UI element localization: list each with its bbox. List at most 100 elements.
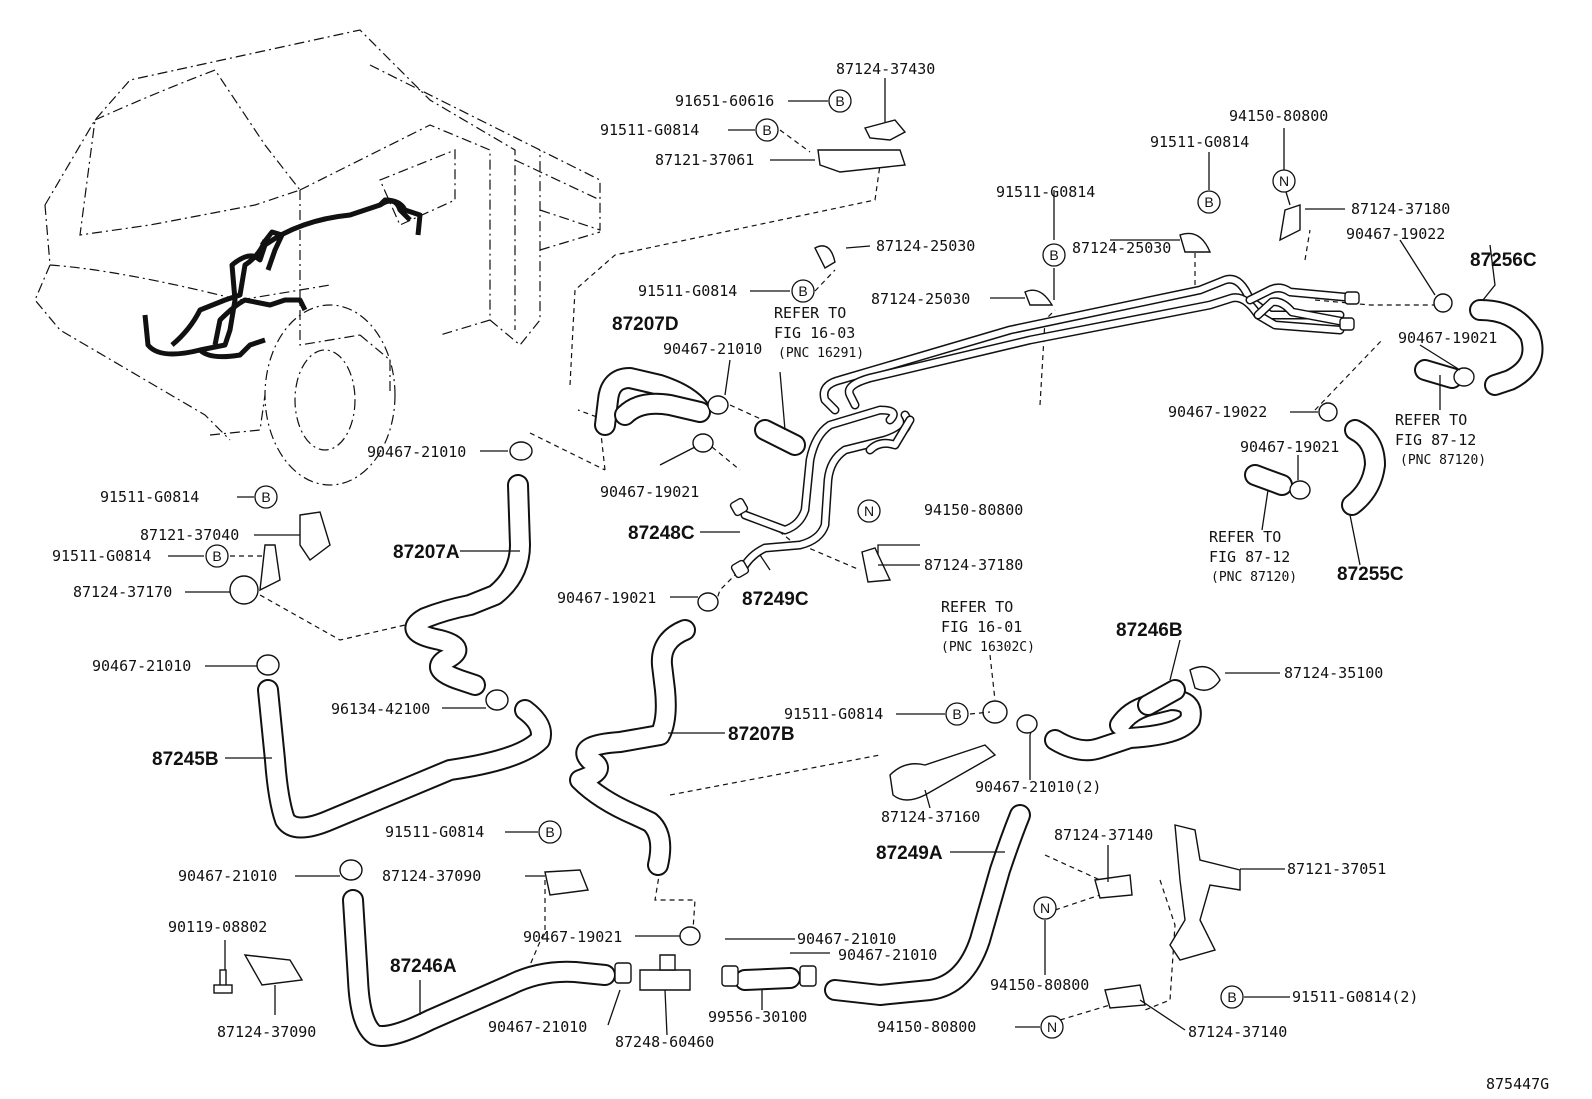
svg-text:B: B (798, 283, 807, 299)
label: 87256C (1470, 250, 1537, 271)
refer-fig-87-12-b: REFER TO FIG 87-12 (PNC 87120) (1209, 528, 1297, 585)
svg-text:N: N (864, 503, 874, 519)
label: 87124-37160 (881, 808, 980, 826)
label: 91511-G0814 (600, 121, 699, 139)
svg-text:B: B (1049, 247, 1058, 263)
label: 90467-21010 (663, 340, 762, 358)
svg-text:B: B (762, 122, 771, 138)
badge-b: B (254, 485, 278, 509)
label: 91511-G0814 (52, 547, 151, 565)
badge-b: B (791, 279, 815, 303)
badge-b: B (1220, 985, 1244, 1009)
label: 91511-G0814(2) (1292, 988, 1418, 1006)
svg-text:B: B (261, 489, 270, 505)
label: 94150-80800 (924, 501, 1023, 519)
label-leaders (168, 78, 1496, 1036)
label: 87124-25030 (876, 237, 975, 255)
label: 87249A (876, 843, 943, 864)
svg-text:FIG 87-12: FIG 87-12 (1209, 548, 1290, 566)
label: 96134-42100 (331, 700, 430, 718)
refer-fig-87-12-a: REFER TO FIG 87-12 (PNC 87120) (1395, 411, 1486, 468)
badge-n: N (857, 499, 881, 523)
label: 87124-35100 (1284, 664, 1383, 682)
label: 94150-80800 (990, 976, 1089, 994)
label: 87124-37430 (836, 60, 935, 78)
label: 87207A (393, 542, 460, 563)
svg-text:B: B (545, 824, 554, 840)
label: 91511-G0814 (996, 183, 1095, 201)
svg-text:B: B (952, 706, 961, 722)
label: 87121-37051 (1287, 860, 1386, 878)
label: 90467-21010 (797, 930, 896, 948)
label: 90467-19022 (1346, 225, 1445, 243)
svg-text:(PNC 87120): (PNC 87120) (1400, 453, 1486, 468)
svg-text:N: N (1040, 900, 1050, 916)
label: 87248-60460 (615, 1033, 714, 1051)
svg-text:(PNC 16291): (PNC 16291) (778, 346, 864, 361)
svg-text:REFER TO: REFER TO (941, 598, 1013, 616)
heater-pipes (729, 274, 1360, 579)
label: 90467-19021 (1398, 329, 1497, 347)
label: 87246A (390, 956, 457, 977)
part-labels: 87124-37430 91651-60616 91511-G0814 8712… (52, 60, 1537, 1051)
label: 90467-19021 (600, 483, 699, 501)
label: 90467-21010(2) (975, 778, 1101, 796)
badges: B B B B B N N B B B B N N B (205, 89, 1296, 1039)
label: 87124-37180 (1351, 200, 1450, 218)
label: 87121-37040 (140, 526, 239, 544)
label: 87245B (152, 749, 219, 770)
label: 94150-80800 (1229, 107, 1328, 125)
label: 91511-G0814 (638, 282, 737, 300)
badge-b: B (538, 820, 562, 844)
diagram-id: 875447G (1486, 1075, 1549, 1093)
refer-notes: REFER TO FIG 16-03 (PNC 16291) REFER TO … (774, 304, 1486, 655)
label: 87124-37090 (217, 1023, 316, 1041)
bracket-87121-37061 (817, 149, 906, 173)
label: 87246B (1116, 620, 1183, 641)
svg-text:N: N (1047, 1019, 1057, 1035)
badge-b: B (945, 702, 969, 726)
svg-text:FIG 87-12: FIG 87-12 (1395, 431, 1476, 449)
label: 90467-21010 (838, 946, 937, 964)
label: 91511-G0814 (100, 488, 199, 506)
label: 87124-37170 (73, 583, 172, 601)
label: 87124-25030 (871, 290, 970, 308)
label: 87124-37140 (1054, 826, 1153, 844)
heater-hoses (257, 299, 1544, 1047)
label: 87248C (628, 523, 695, 544)
svg-text:B: B (1204, 194, 1213, 210)
clamps-and-brackets (213, 119, 1475, 1009)
label: 87124-37090 (382, 867, 481, 885)
svg-text:FIG 16-03: FIG 16-03 (774, 324, 855, 342)
label: 91511-G0814 (1150, 133, 1249, 151)
clip-87124-37430 (863, 119, 907, 141)
label: 90467-19021 (523, 928, 622, 946)
label: 87121-37061 (655, 151, 754, 169)
refer-fig-16-01: REFER TO FIG 16-01 (PNC 16302C) (941, 598, 1035, 655)
label: 90467-21010 (178, 867, 277, 885)
svg-text:B: B (212, 548, 221, 564)
svg-text:B: B (835, 93, 844, 109)
svg-text:FIG 16-01: FIG 16-01 (941, 618, 1022, 636)
svg-text:(PNC 87120): (PNC 87120) (1211, 570, 1297, 585)
svg-text:REFER TO: REFER TO (1395, 411, 1467, 429)
badge-b: B (1197, 190, 1221, 214)
badge-n: N (1272, 169, 1296, 193)
svg-text:REFER TO: REFER TO (774, 304, 846, 322)
badge-n: N (1040, 1015, 1064, 1039)
refer-fig-16-03: REFER TO FIG 16-03 (PNC 16291) (774, 304, 864, 361)
label: 87249C (742, 589, 809, 610)
badge-b: B (755, 118, 779, 142)
badge-b: B (1042, 243, 1066, 267)
badge-b: B (205, 544, 229, 568)
label: 87255C (1337, 564, 1404, 585)
label: 87124-37140 (1188, 1023, 1287, 1041)
label: 87207B (728, 724, 795, 745)
svg-text:(PNC 16302C): (PNC 16302C) (941, 640, 1035, 655)
label: 90467-21010 (488, 1018, 587, 1036)
label: 91511-G0814 (385, 823, 484, 841)
label: 91511-G0814 (784, 705, 883, 723)
label: 90119-08802 (168, 918, 267, 936)
label: 91651-60616 (675, 92, 774, 110)
label: 90467-19022 (1168, 403, 1267, 421)
